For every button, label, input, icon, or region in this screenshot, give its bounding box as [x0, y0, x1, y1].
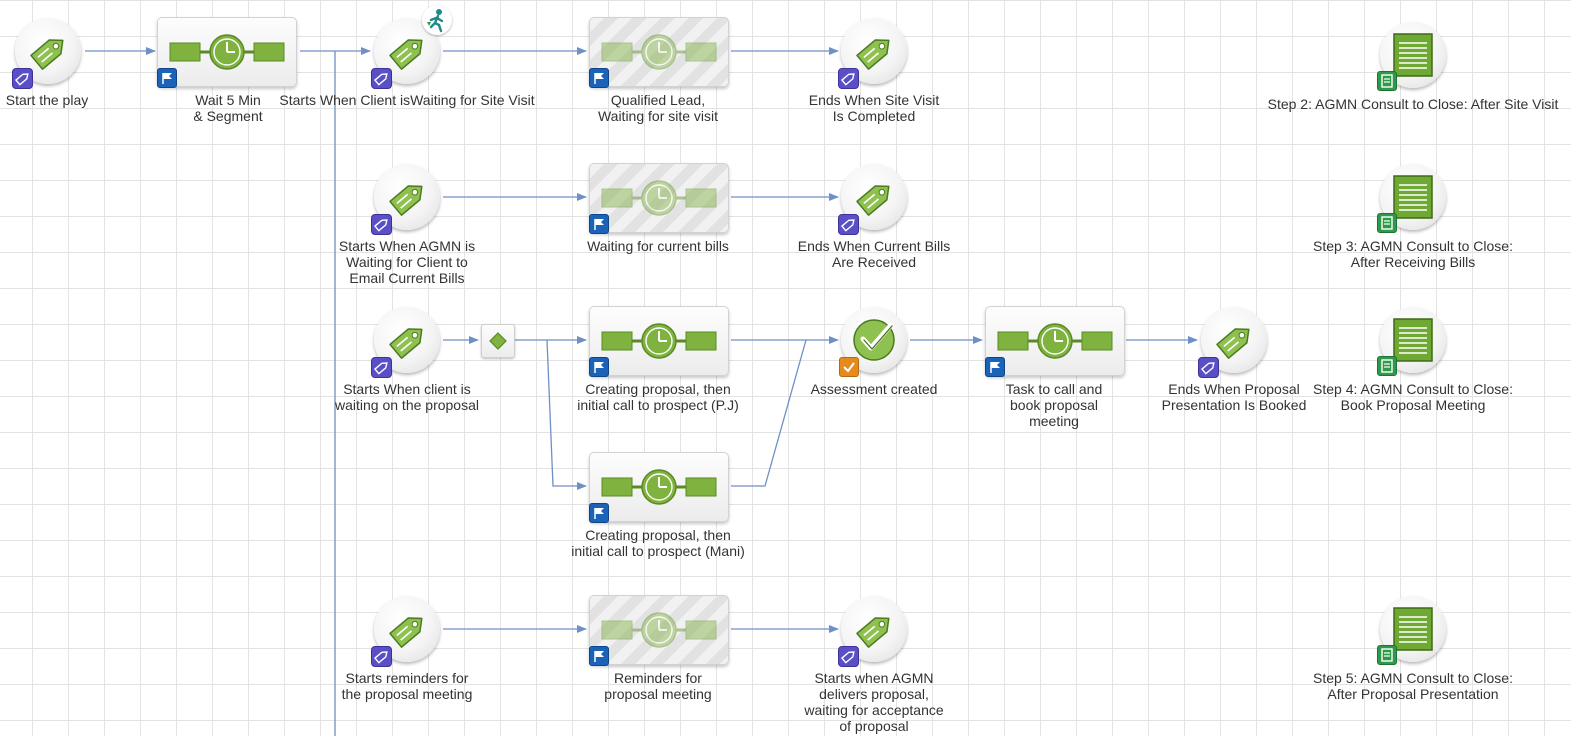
tag-badge-icon — [838, 68, 859, 89]
timer-task-icon — [601, 612, 717, 648]
tag-icon — [856, 617, 890, 648]
proposal-pj-box[interactable] — [589, 306, 729, 376]
waiting-bills-box[interactable] — [589, 163, 729, 233]
flag-icon — [589, 68, 609, 88]
notes-icon — [1393, 33, 1433, 77]
starts-bills-label: Starts When AGMN is Waiting for Client t… — [338, 238, 476, 286]
reminders-box[interactable] — [589, 595, 729, 665]
timer-task-icon — [601, 323, 717, 359]
split-node[interactable] — [481, 324, 515, 358]
starts-reminders-label: Starts reminders for the proposal meetin… — [341, 670, 473, 702]
assessment-label: Assessment created — [810, 381, 938, 397]
notes-icon — [1393, 318, 1433, 362]
tag-icon — [389, 617, 423, 648]
ends-proposal-label: Ends When Proposal Presentation Is Booke… — [1161, 381, 1307, 413]
tag-icon — [30, 39, 64, 70]
proposal-mani-box[interactable] — [589, 452, 729, 522]
tag-badge-icon — [371, 357, 392, 378]
step2-label: Step 2: AGMN Consult to Close: After Sit… — [1267, 96, 1559, 112]
proposal-mani-label: Creating proposal, then initial call to … — [571, 527, 745, 559]
flag-icon — [157, 68, 177, 88]
tag-icon — [389, 39, 423, 70]
qualified-lead-box[interactable] — [589, 17, 729, 87]
tag-icon — [856, 185, 890, 216]
walker-icon — [422, 5, 452, 35]
flag-icon — [589, 214, 609, 234]
step4-label: Step 4: AGMN Consult to Close: Book Prop… — [1313, 381, 1513, 413]
flag-icon — [589, 503, 609, 523]
ends-bills-label: Ends When Current Bills Are Received — [797, 238, 951, 270]
flag-icon — [589, 357, 609, 377]
tag-badge-icon — [1198, 357, 1219, 378]
tag-icon — [856, 39, 890, 70]
timer-task-icon — [601, 469, 717, 505]
note-badge-icon — [1377, 356, 1397, 376]
start-play-label: Start the play — [5, 92, 89, 108]
timer-task-icon — [601, 180, 717, 216]
note-badge-icon — [1377, 71, 1397, 91]
waiting-bills-label: Waiting for current bills — [587, 238, 729, 254]
timer-task-icon — [997, 323, 1113, 359]
starts-bills-circle[interactable] — [374, 164, 440, 230]
reminders-label: Reminders for proposal meeting — [604, 670, 712, 702]
tag-icon — [1216, 328, 1250, 359]
tag-badge-icon — [12, 68, 33, 89]
connector — [731, 339, 807, 487]
note-badge-icon — [1377, 645, 1397, 665]
wait-segment-box[interactable] — [157, 17, 297, 87]
task-book-label: Task to call and book proposal meeting — [1005, 381, 1103, 429]
notes-icon — [1393, 175, 1433, 219]
starts-proposal-circle[interactable] — [374, 307, 440, 373]
starts-site-visit-label: Starts When Client isWaiting for Site Vi… — [279, 92, 535, 108]
wait-segment-label: Wait 5 Min & Segment — [193, 92, 263, 124]
tag-badge-icon — [371, 68, 392, 89]
timer-task-icon — [601, 34, 717, 70]
flag-icon — [589, 646, 609, 666]
tag-badge-icon — [371, 646, 392, 667]
timer-task-icon — [169, 34, 285, 70]
step3-label: Step 3: AGMN Consult to Close: After Rec… — [1313, 238, 1513, 270]
proposal-pj-label: Creating proposal, then initial call to … — [577, 381, 739, 413]
check-badge-icon — [839, 357, 859, 377]
tag-badge-icon — [838, 214, 859, 235]
diamond-icon — [489, 332, 507, 350]
qualified-lead-label: Qualified Lead, Waiting for site visit — [597, 92, 719, 124]
connector — [546, 339, 587, 490]
starts-delivers-label: Starts when AGMN delivers proposal, wait… — [804, 670, 944, 734]
step5-label: Step 5: AGMN Consult to Close: After Pro… — [1313, 670, 1513, 702]
tag-icon — [389, 185, 423, 216]
tag-badge-icon — [838, 646, 859, 667]
tag-icon — [389, 328, 423, 359]
check-icon — [853, 319, 895, 361]
flag-icon — [985, 357, 1005, 377]
starts-proposal-label: Starts When client is waiting on the pro… — [335, 381, 479, 413]
note-badge-icon — [1377, 213, 1397, 233]
notes-icon — [1393, 607, 1433, 651]
task-book-box[interactable] — [985, 306, 1125, 376]
ends-site-visit-label: Ends When Site Visit Is Completed — [808, 92, 940, 124]
tag-badge-icon — [371, 214, 392, 235]
